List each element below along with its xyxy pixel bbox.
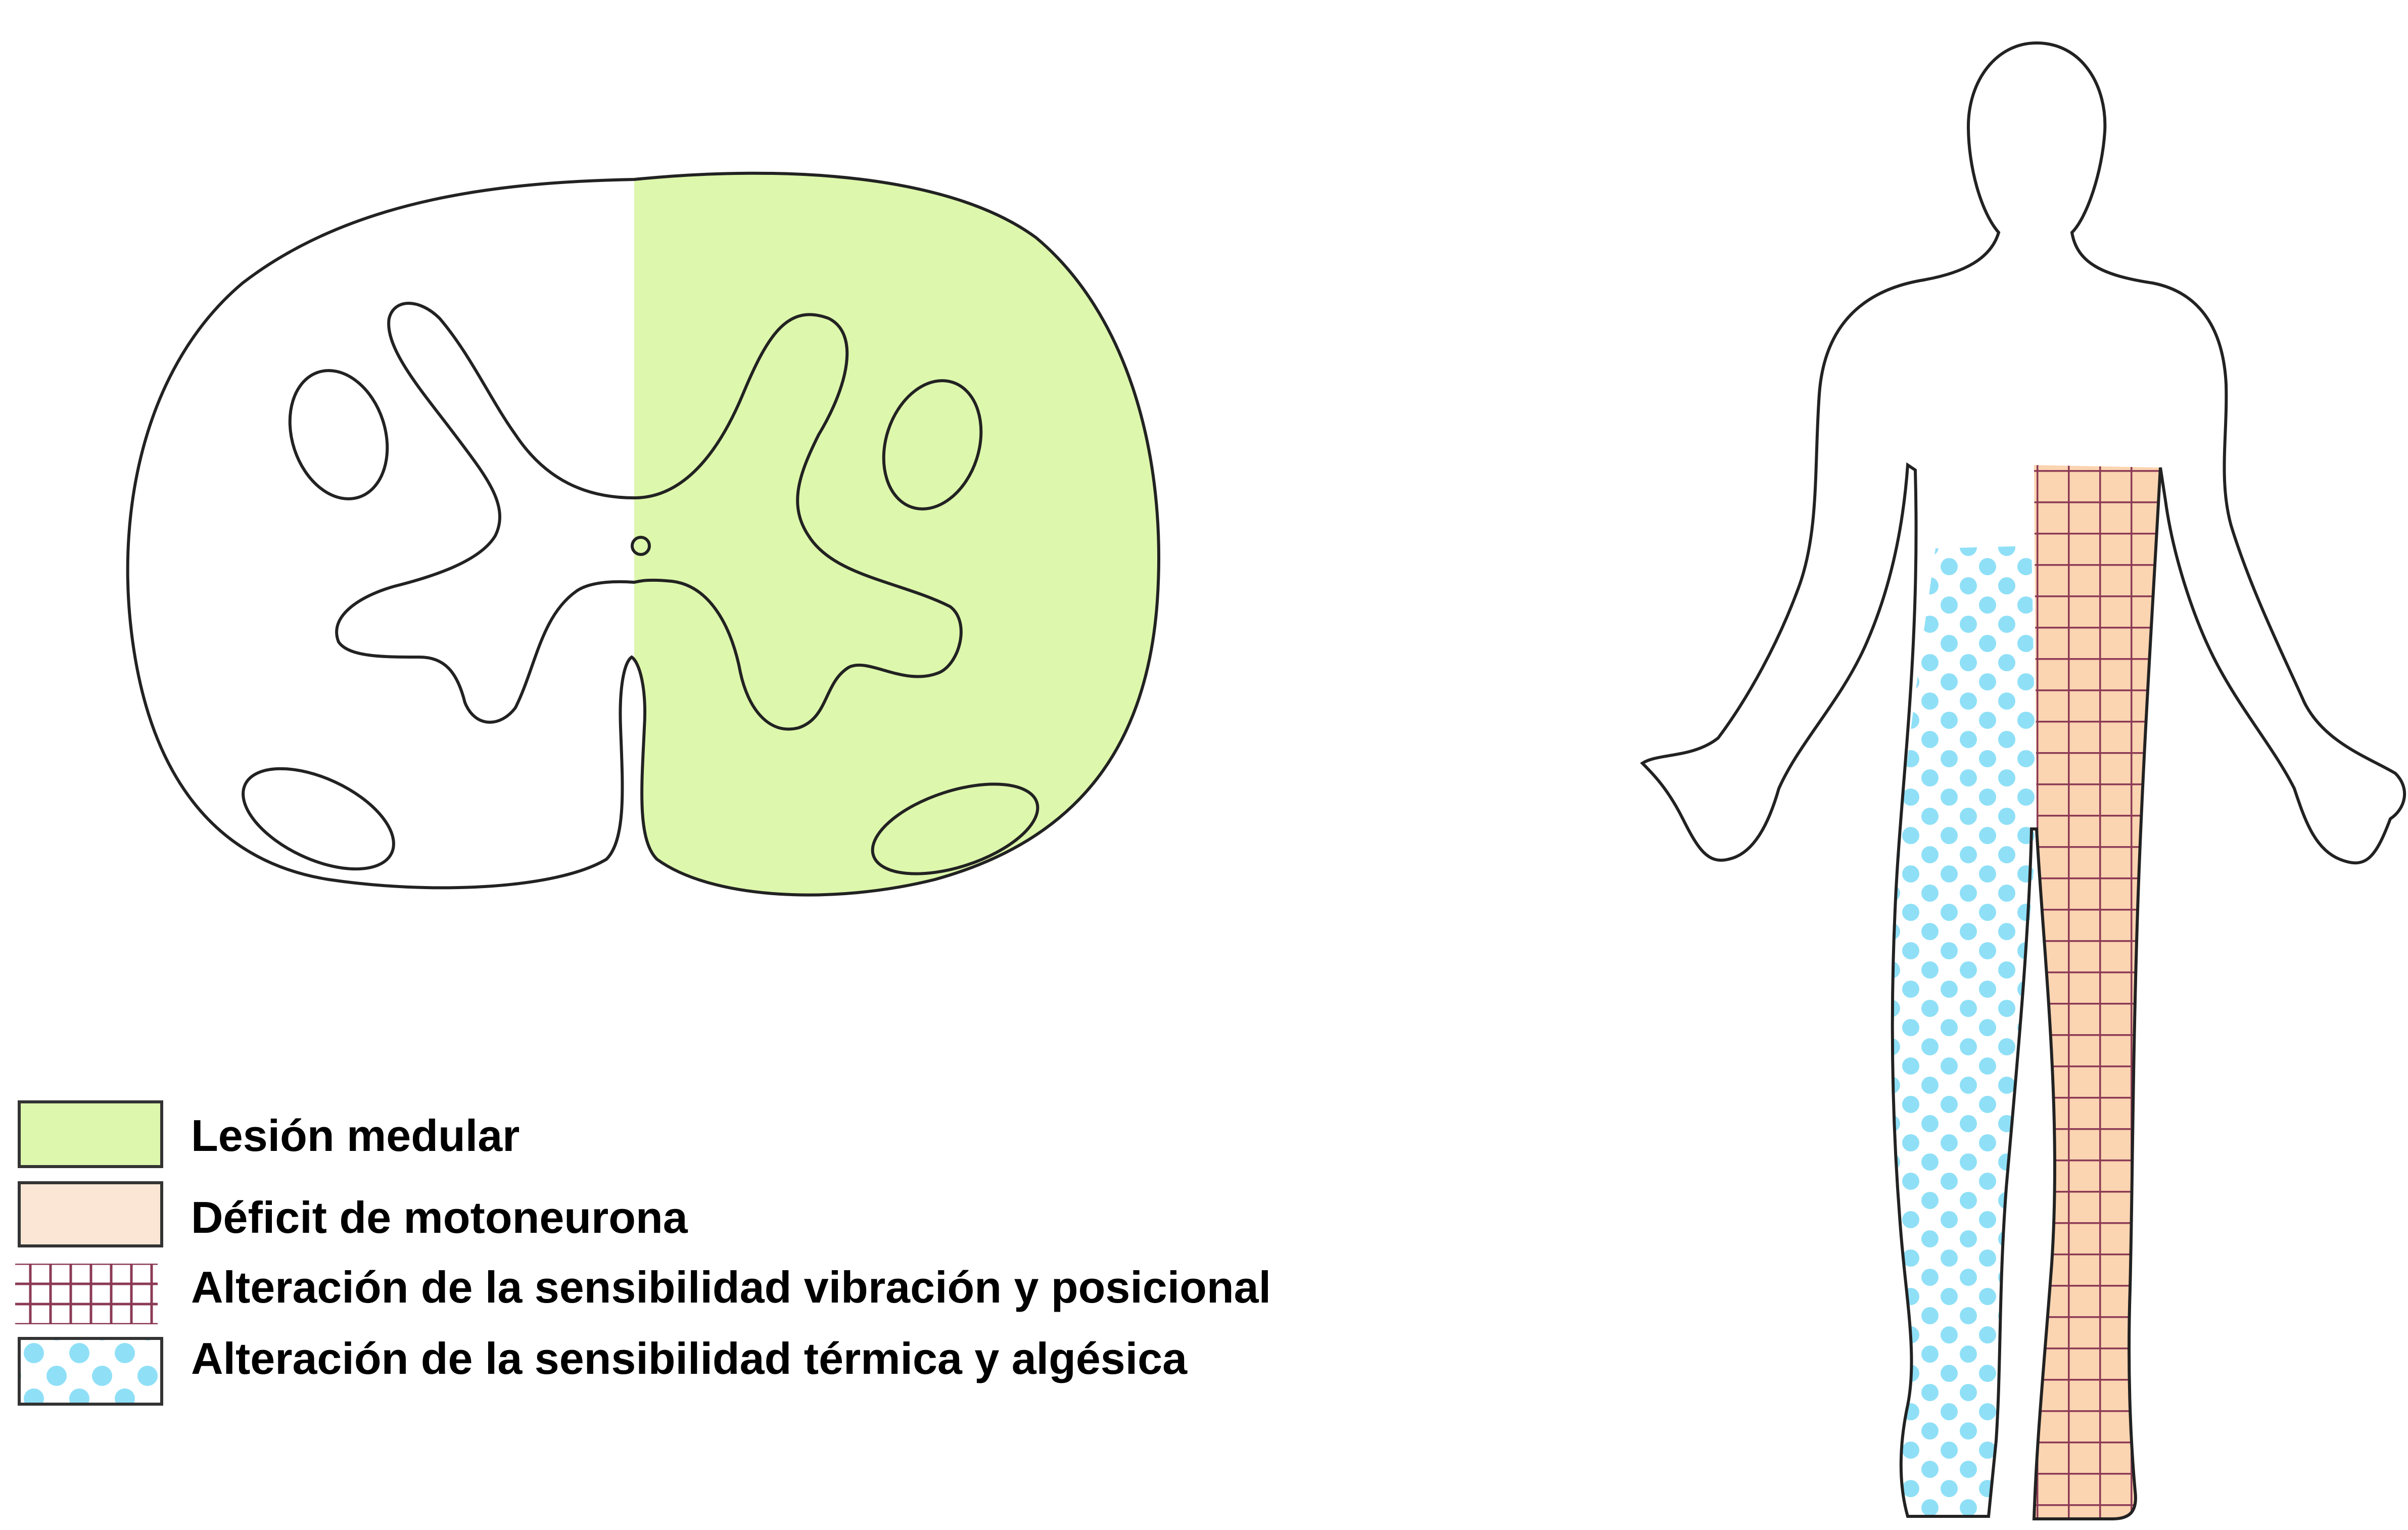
right-leg-motor-vibration-area <box>2034 465 2160 1519</box>
legend-swatch-motor <box>19 1183 162 1246</box>
left-ventral-tract <box>228 748 409 890</box>
legend-label-motor: Déficit de motoneurona <box>191 1195 688 1240</box>
legend-label-vibration: Alteración de la sensibilidad vibración … <box>191 1265 1271 1310</box>
legend-swatch-lesion <box>19 1102 162 1167</box>
legend-swatches <box>15 1102 162 1404</box>
legend-label-thermal: Alteración de la sensibilidad térmica y … <box>191 1336 1187 1381</box>
left-leg-thermal-pain-area <box>1893 546 2037 1516</box>
legend-label-lesion: Lesión medular <box>191 1114 520 1158</box>
body-figure <box>1642 43 2404 1519</box>
spinal-cord-section <box>128 173 1159 895</box>
cord-lesion-fill <box>634 173 1159 895</box>
legend-swatch-vibration <box>15 1264 158 1324</box>
legend-swatch-thermal <box>19 1338 162 1404</box>
left-dorsal-tract <box>274 358 403 512</box>
